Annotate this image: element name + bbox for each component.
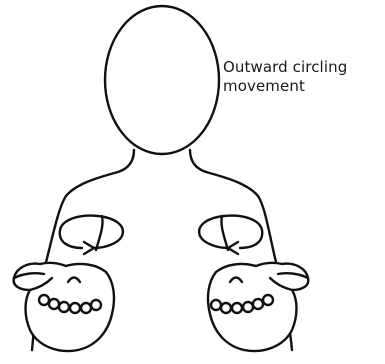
right-circling-arrow-icon [199, 216, 262, 254]
caption-line-2: movement [223, 77, 383, 96]
head-outline [105, 6, 219, 154]
caption-line-1: Outward circling [223, 58, 383, 77]
left-hand [14, 263, 114, 351]
left-circling-arrow-icon [60, 216, 123, 254]
movement-caption: Outward circling movement [223, 58, 383, 96]
torso-outline [44, 150, 278, 270]
right-hand [208, 263, 308, 351]
